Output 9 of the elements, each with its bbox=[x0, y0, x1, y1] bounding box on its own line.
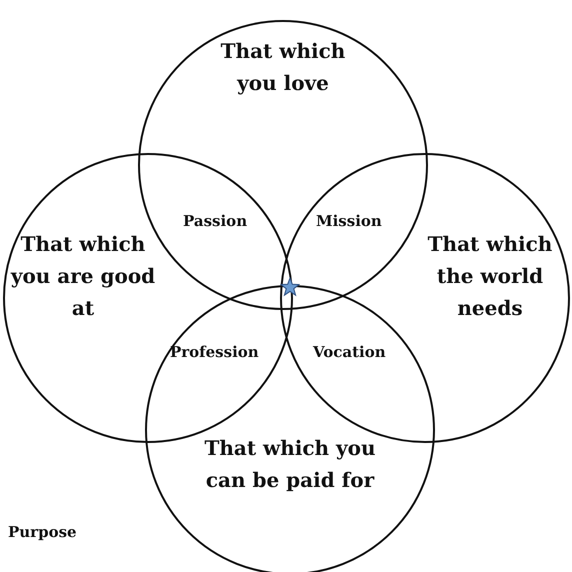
circle-label: That which you love bbox=[220, 38, 346, 97]
circle-label: That which you can be paid for bbox=[203, 435, 377, 494]
overlap-label: Profession bbox=[170, 343, 259, 361]
circle-label: That which you are good at bbox=[10, 231, 156, 322]
overlap-label: Passion bbox=[183, 212, 248, 230]
note-text: Purpose bbox=[8, 523, 77, 541]
overlap-label: Vocation bbox=[313, 343, 386, 361]
overlap-label: Mission bbox=[316, 212, 382, 230]
circle-label: That which the world needs bbox=[426, 231, 554, 322]
